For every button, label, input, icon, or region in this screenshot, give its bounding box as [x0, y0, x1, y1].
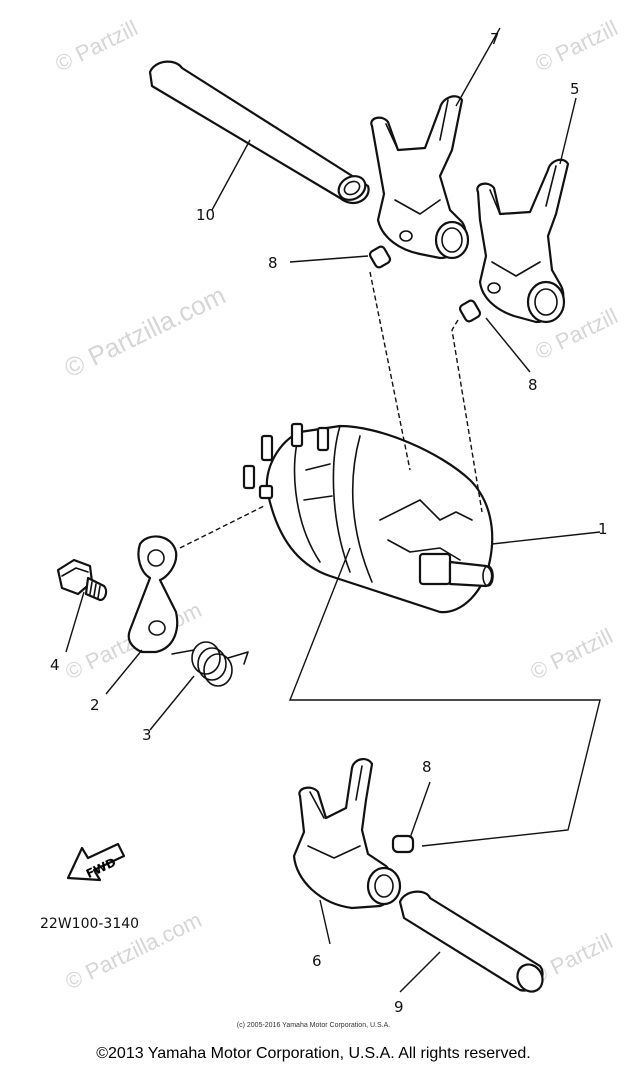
- shift-fork-7: [370, 95, 470, 260]
- callout-8-lower: 8: [422, 758, 432, 776]
- watermark: © Partzill: [531, 15, 621, 76]
- callout-5: 5: [570, 80, 580, 98]
- watermark: © Partzill: [526, 623, 616, 684]
- callout-9: 9: [394, 998, 404, 1016]
- copyright-small: (c) 2005-2016 Yamaha Motor Corporation, …: [236, 1022, 391, 1029]
- watermark: © Partzilla.com: [59, 280, 230, 384]
- leader-lines: [65, 27, 601, 993]
- callout-4: 4: [50, 656, 60, 674]
- bolt-4: [56, 558, 108, 602]
- shift-drum-1: [242, 422, 494, 614]
- callout-8-right: 8: [528, 376, 538, 394]
- segment-plate-2: [127, 535, 179, 654]
- guide-bar-10: [148, 60, 370, 204]
- callouts: 7 5 10 8 8 1 4 2 3 8 6 9: [50, 30, 608, 1016]
- callout-2: 2: [90, 696, 100, 714]
- callout-3: 3: [142, 726, 152, 744]
- dowel-pin-right: [458, 299, 482, 323]
- shift-fork-5: [476, 158, 570, 324]
- callout-6: 6: [312, 952, 322, 970]
- dowel-pin-upper: [368, 245, 392, 269]
- callout-10: 10: [196, 206, 215, 224]
- callout-8-upper: 8: [268, 254, 278, 272]
- copyright-notice: ©2013 Yamaha Motor Corporation, U.S.A. A…: [96, 1045, 531, 1062]
- part-code: 22W100-3140: [40, 916, 139, 932]
- torsion-spring-3: [171, 641, 249, 687]
- guide-bar-9: [398, 890, 544, 993]
- fwd-arrow-icon: FWD: [66, 842, 126, 882]
- dowel-pin-lower: [391, 834, 415, 854]
- shift-fork-6: [292, 758, 402, 910]
- callout-1: 1: [598, 520, 608, 538]
- callout-7: 7: [490, 30, 500, 48]
- watermark: © Partzill: [51, 15, 141, 76]
